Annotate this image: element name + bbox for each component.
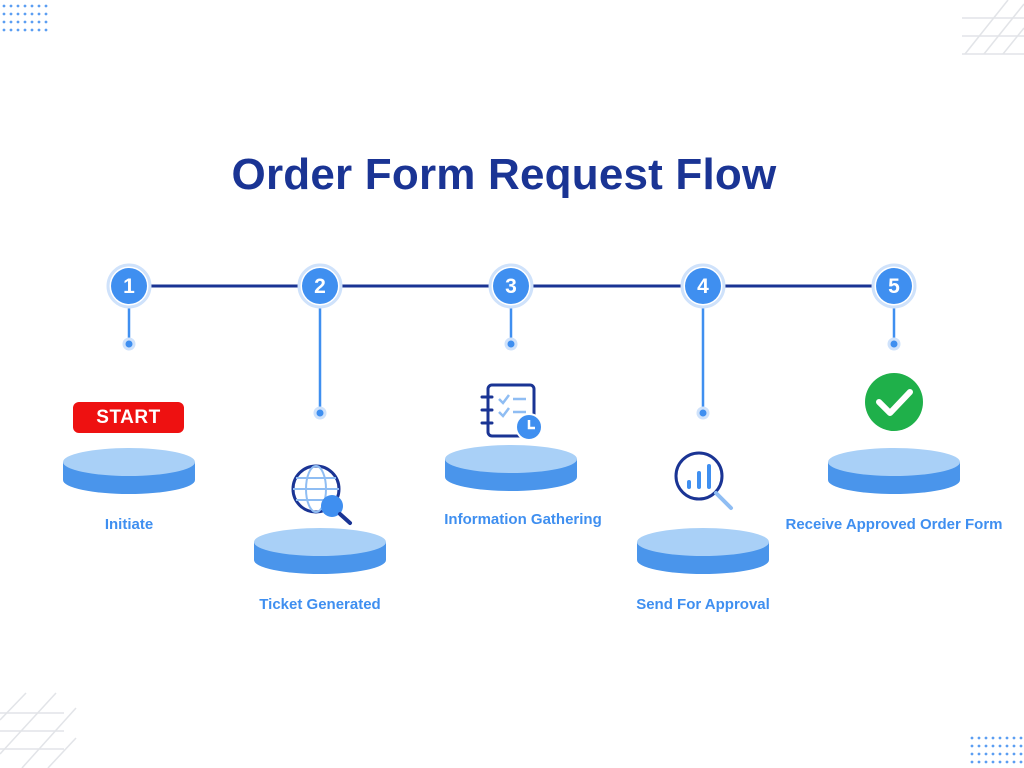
platform-2 <box>254 528 386 574</box>
slant-grid-bottom-left <box>0 692 77 768</box>
platform-1 <box>63 448 195 494</box>
step-label-1: Initiate <box>104 516 154 533</box>
step-label-2: Ticket Generated <box>259 596 381 613</box>
step-number-1: 1 <box>123 275 135 298</box>
step-label-4: Send For Approval <box>636 596 770 613</box>
page-title: Order Form Request Flow <box>231 150 777 199</box>
step-label-5: Receive Approved Order Form <box>785 516 1003 533</box>
step-number-4: 4 <box>697 275 709 298</box>
step-number-5: 5 <box>888 275 900 298</box>
step-marker-2: 2 <box>297 263 343 309</box>
stem-dot-3 <box>504 337 518 351</box>
step-label-3: Information Gathering <box>444 511 602 528</box>
checklist-clock-icon <box>480 383 543 441</box>
stem-dot-2 <box>313 406 327 420</box>
step-marker-5: 5 <box>871 263 917 309</box>
step-number-3: 3 <box>505 275 517 298</box>
start-badge-icon: START <box>73 402 184 433</box>
stem-end-dots <box>122 337 901 420</box>
chart-search-icon <box>674 451 733 510</box>
dot-grid-top-left <box>2 4 48 32</box>
platform-3 <box>445 445 577 491</box>
globe-search-icon <box>291 464 352 525</box>
step-marker-1: 1 <box>106 263 152 309</box>
step-marker-3: 3 <box>488 263 534 309</box>
dot-grid-bottom-right <box>970 736 1023 764</box>
platform-5 <box>828 448 960 494</box>
slant-grid-top-right <box>962 0 1024 55</box>
check-circle-icon <box>865 373 923 431</box>
step-number-2: 2 <box>314 275 326 298</box>
step-marker-4: 4 <box>680 263 726 309</box>
platform-4 <box>637 528 769 574</box>
stem-dot-4 <box>696 406 710 420</box>
stem-dot-5 <box>887 337 901 351</box>
step-stems <box>127 300 896 413</box>
stem-dot-1 <box>122 337 136 351</box>
